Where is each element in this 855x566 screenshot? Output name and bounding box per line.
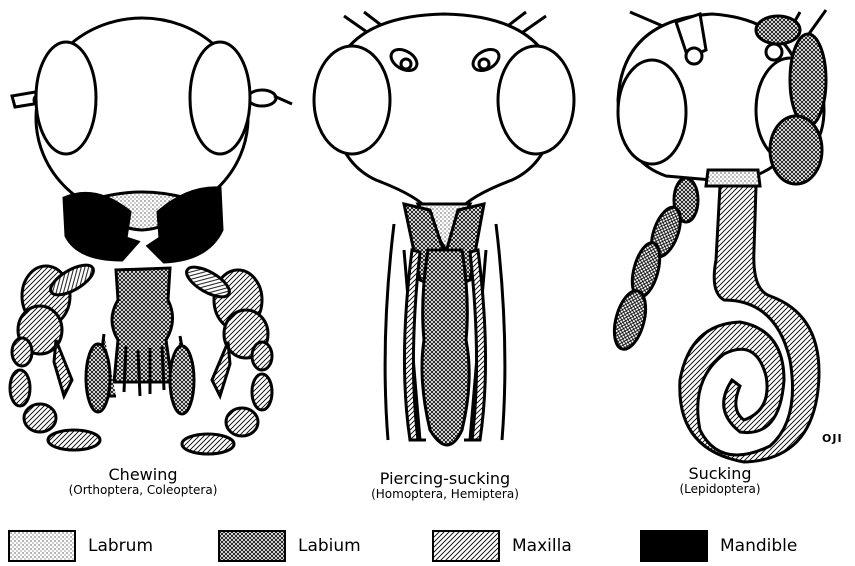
sucking-proboscis [680,186,819,462]
piercing-sucking-mouthparts [314,12,574,445]
caption-chewing: Chewing (Orthoptera, Coleoptera) [13,466,273,498]
legend-label: Maxilla [512,536,572,556]
caption-title: Piercing-sucking [315,470,575,488]
maxilla-swatch [432,530,500,562]
chewing-mouthparts [10,18,292,454]
legend-item-mandible: Mandible [640,529,797,563]
caption-subtitle: (Homoptera, Hemiptera) [315,488,575,502]
legend-item-labium: Labium [218,529,361,563]
legend-label: Labrum [88,536,153,556]
chewing-eye-right [190,42,250,154]
legend-label: Labium [298,536,361,556]
caption-piercing-sucking: Piercing-sucking (Homoptera, Hemiptera) [315,470,575,502]
sucking-labial-palp-left [609,178,698,353]
sucking-labrum [706,170,760,186]
piercing-eye-left [314,46,390,154]
labium-swatch [218,530,286,562]
artist-signature: OJI [822,432,843,445]
sucking-eye-left [618,60,686,164]
caption-subtitle: (Orthoptera, Coleoptera) [13,484,273,498]
chewing-eye-left [36,42,96,154]
chewing-maxilla-right [182,261,272,454]
caption-title: Chewing [13,466,273,484]
piercing-eye-right [498,46,574,154]
legend-label: Mandible [720,536,797,556]
mandible-swatch [640,530,708,562]
sucking-mouthparts [609,10,826,462]
caption-title: Sucking [590,465,850,483]
caption-subtitle: (Lepidoptera) [590,483,850,497]
labrum-swatch [8,530,76,562]
legend-item-maxilla: Maxilla [432,529,572,563]
legend-item-labrum: Labrum [8,529,153,563]
caption-sucking: Sucking (Lepidoptera) [590,465,850,497]
chewing-maxilla-left [10,259,100,450]
piercing-labium [422,250,469,445]
